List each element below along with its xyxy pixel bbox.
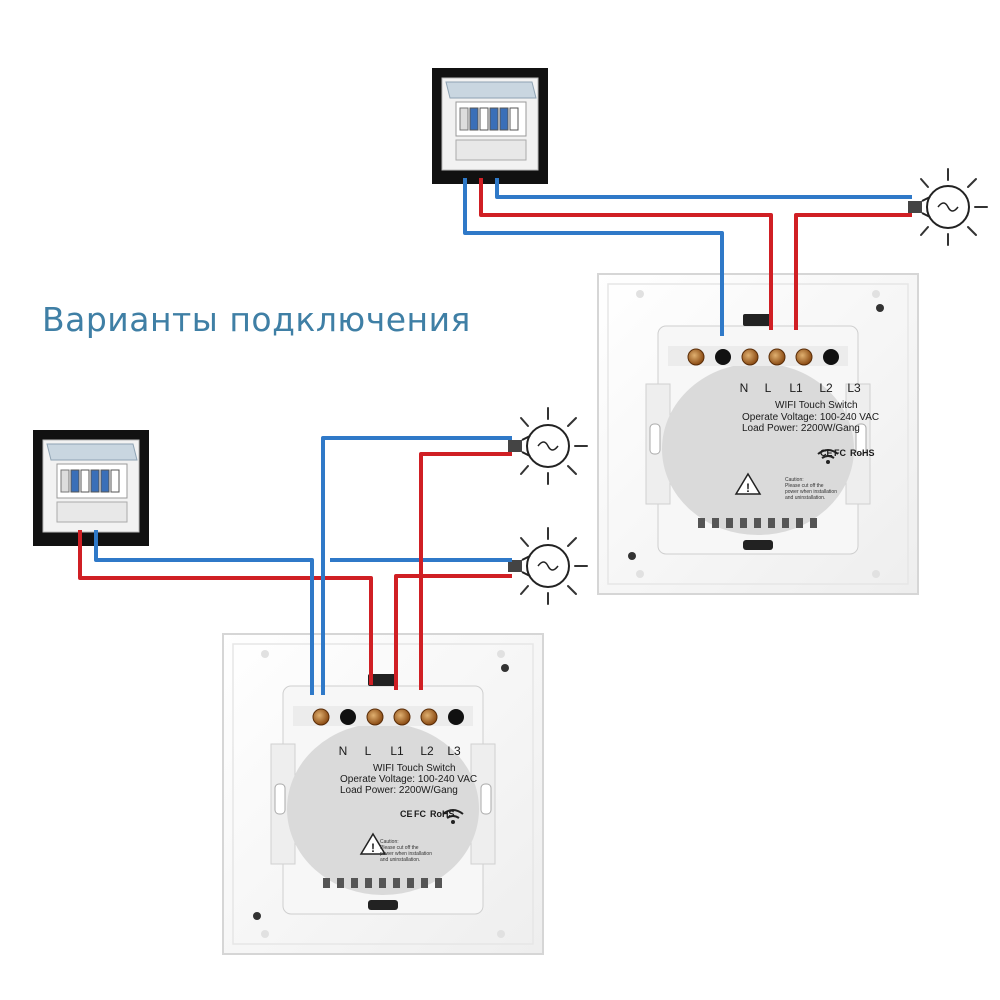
phase-wire-lamp-2 [394, 574, 512, 690]
caution-line: Please cut off the [380, 845, 419, 851]
svg-text:N: N [740, 381, 749, 395]
breaker-panel-icon [431, 67, 549, 185]
phase-wire [78, 530, 373, 685]
switch-title-top: WIFI Touch Switch [775, 400, 858, 411]
cert-rohs-bottom: RoHS [430, 809, 455, 819]
neutral-wire [463, 178, 724, 336]
caution-line: power when installation [785, 489, 837, 495]
svg-text:N: N [339, 744, 348, 758]
terminal-labels-top: N L L1 L2 L3 [740, 381, 861, 395]
light-bulb-icon [507, 527, 588, 605]
neutral-wire-lamp [495, 178, 912, 199]
svg-text:L3: L3 [847, 381, 861, 395]
light-bulb-icon [507, 407, 588, 485]
caution-title-top: Caution: [785, 477, 804, 483]
phase-wire [479, 178, 773, 330]
terminal-labels-bottom: N L L1 L2 L3 [339, 744, 461, 758]
svg-text:L: L [765, 381, 772, 395]
page-title: Варианты подключения [42, 300, 471, 339]
voltage-top: Operate Voltage: 100-240 VAC [742, 412, 879, 423]
voltage-bottom: Operate Voltage: 100-240 VAC [340, 774, 477, 785]
load-top: Load Power: 2200W/Gang [742, 423, 860, 434]
svg-text:L2: L2 [819, 381, 833, 395]
switch-top [597, 273, 919, 595]
cert-rohs-top: RoHS [850, 448, 875, 458]
svg-text:L2: L2 [420, 744, 434, 758]
light-bulb-icon [907, 168, 988, 246]
svg-text:L: L [365, 744, 372, 758]
svg-text:L3: L3 [447, 744, 461, 758]
cert-ce-bottom: CE [400, 809, 413, 819]
cert-ce-top: CE [820, 448, 833, 458]
svg-text:L1: L1 [390, 744, 404, 758]
caution-line: Please cut off the [785, 483, 824, 489]
phase-wire-lamp [794, 213, 912, 330]
neutral-wire [94, 530, 314, 695]
caution-title-bottom: Caution: [380, 839, 399, 845]
switch-title-bottom: WIFI Touch Switch [373, 763, 456, 774]
caution-line: power when installation [380, 851, 432, 857]
neutral-wire-lamp-1 [321, 436, 512, 695]
phase-wire-lamp-1 [419, 452, 512, 690]
breaker-panel-icon [32, 429, 150, 547]
svg-text:L1: L1 [789, 381, 803, 395]
load-bottom: Load Power: 2200W/Gang [340, 785, 458, 796]
cert-fc-bottom: FC [414, 809, 426, 819]
cert-fc-top: FC [834, 448, 846, 458]
caution-line: and uninstallation. [380, 857, 420, 863]
caution-line: and uninstallation. [785, 495, 825, 501]
